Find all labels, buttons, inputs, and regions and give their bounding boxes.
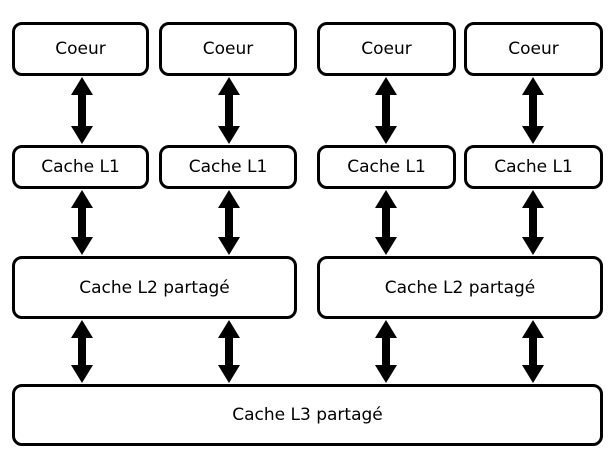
double-arrow-l1-l2-1	[71, 190, 93, 255]
l2-cache-box-2: Cache L2 partagé	[317, 256, 603, 319]
double-arrow-l2-l3-1	[71, 320, 93, 383]
double-arrow-l2-l3-4	[522, 320, 544, 383]
l2-cache-label: Cache L2 partagé	[384, 277, 536, 298]
l1-cache-box-3: Cache L1	[317, 145, 456, 189]
double-arrow-l1-l2-2	[218, 190, 240, 255]
double-arrow-core-l1-3	[375, 77, 397, 144]
l1-cache-box-4: Cache L1	[464, 145, 603, 189]
double-arrow-core-l1-1	[71, 77, 93, 144]
l1-cache-label: Cache L1	[347, 157, 426, 177]
l2-cache-label: Cache L2 partagé	[79, 277, 230, 298]
l1-cache-box-2: Cache L1	[159, 145, 297, 189]
double-arrow-l1-l2-4	[522, 190, 544, 255]
core-box-4: Coeur	[464, 22, 603, 76]
core-label: Coeur	[508, 39, 559, 59]
core-label: Coeur	[361, 39, 412, 59]
double-arrow-core-l1-4	[522, 77, 544, 144]
double-arrow-l1-l2-3	[375, 190, 397, 255]
l1-cache-box-1: Cache L1	[12, 145, 149, 189]
core-box-3: Coeur	[317, 22, 456, 76]
l1-cache-label: Cache L1	[188, 157, 268, 177]
double-arrow-l2-l3-2	[218, 320, 240, 383]
l1-cache-label: Cache L1	[41, 157, 120, 177]
l3-cache-box: Cache L3 partagé	[12, 384, 603, 446]
l1-cache-label: Cache L1	[494, 157, 573, 177]
double-arrow-l2-l3-3	[375, 320, 397, 383]
core-label: Coeur	[202, 39, 254, 59]
core-label: Coeur	[55, 39, 106, 59]
core-box-2: Coeur	[159, 22, 297, 76]
l2-cache-box-1: Cache L2 partagé	[12, 256, 297, 319]
double-arrow-core-l1-2	[218, 77, 240, 144]
core-box-1: Coeur	[12, 22, 149, 76]
l3-cache-label: Cache L3 partagé	[232, 405, 383, 425]
